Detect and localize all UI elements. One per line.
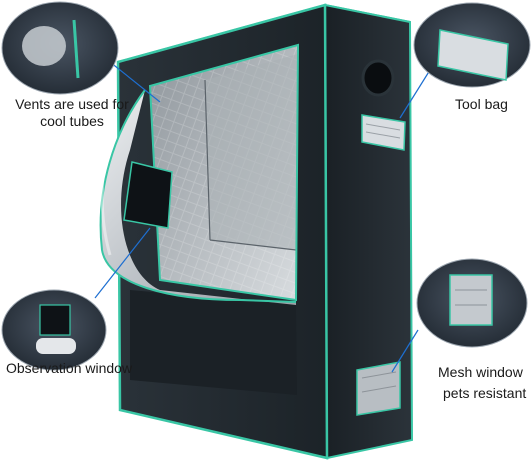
callout-mesh-window [391, 258, 528, 373]
observation-window [123, 161, 173, 229]
callout-tool-bag [399, 2, 531, 119]
callout-observation-window [1, 227, 151, 371]
vents-callout-line-2: cool tubes [40, 113, 104, 129]
vents-callout-label: Vents are used for cool tubes [6, 96, 138, 130]
pets-resistant-label: pets resistant [443, 385, 527, 401]
tool-bag [361, 114, 406, 151]
tool-bag-label: Tool bag [455, 96, 508, 112]
callout-vents [1, 1, 161, 103]
observation-window-label: Observation window [6, 360, 133, 376]
tent-side-panel [325, 5, 412, 458]
mesh-window-label: Mesh window [438, 364, 523, 380]
vents-callout-line-1: Vents are used for [15, 96, 129, 112]
mesh-window [356, 361, 401, 416]
side-vent [361, 59, 395, 97]
